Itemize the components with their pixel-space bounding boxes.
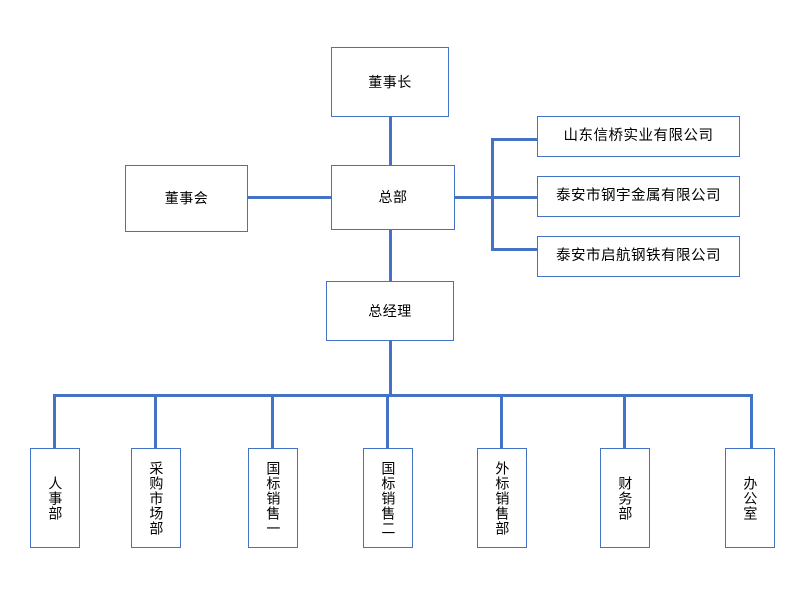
node-board-of-directors-label: 董事会: [164, 190, 209, 207]
node-department-domestic-sales-2[interactable]: 国标销售二: [363, 448, 413, 548]
node-department-domestic-sales-2-label: 国标销售二: [380, 460, 397, 536]
node-department-procurement-marketing[interactable]: 采购市场部: [131, 448, 181, 548]
connector-subsidiary-branch-3: [491, 248, 539, 251]
node-department-domestic-sales-1-label: 国标销售一: [265, 460, 282, 536]
node-department-hr-label: 人事部: [47, 475, 64, 521]
connector-chairman-to-headquarters: [389, 117, 392, 167]
node-subsidiary-3[interactable]: 泰安市启航钢铁有限公司: [537, 236, 740, 277]
node-subsidiary-2[interactable]: 泰安市钢宇金属有限公司: [537, 176, 740, 217]
node-subsidiary-3-label: 泰安市启航钢铁有限公司: [556, 247, 721, 264]
node-chairman[interactable]: 董事长: [331, 47, 449, 117]
node-general-manager[interactable]: 总经理: [326, 281, 454, 341]
connector-department-drop-1: [53, 394, 56, 448]
node-department-office[interactable]: 办公室: [725, 448, 775, 548]
node-department-finance-label: 财务部: [617, 475, 634, 521]
connector-general-manager-to-department-bus: [389, 341, 392, 397]
department-bus: [53, 394, 753, 397]
node-subsidiary-2-label: 泰安市钢宇金属有限公司: [556, 187, 721, 204]
connector-subsidiary-branch-1: [491, 138, 539, 141]
node-chairman-label: 董事长: [368, 73, 412, 90]
node-headquarters[interactable]: 总部: [331, 165, 455, 230]
connector-department-drop-5: [500, 394, 503, 448]
node-department-hr[interactable]: 人事部: [30, 448, 80, 548]
connector-board-to-headquarters: [246, 196, 332, 199]
node-subsidiary-1[interactable]: 山东信桥实业有限公司: [537, 116, 740, 157]
node-headquarters-label: 总部: [378, 189, 408, 206]
connector-department-drop-3: [271, 394, 274, 448]
node-department-office-label: 办公室: [742, 475, 759, 521]
node-subsidiary-1-label: 山东信桥实业有限公司: [563, 127, 714, 144]
connector-headquarters-to-general-manager: [389, 228, 392, 281]
connector-department-drop-6: [623, 394, 626, 448]
node-department-domestic-sales-1[interactable]: 国标销售一: [248, 448, 298, 548]
node-department-procurement-marketing-label: 采购市场部: [148, 460, 165, 536]
node-department-export-sales-label: 外标销售部: [494, 460, 511, 536]
connector-department-drop-7: [750, 394, 753, 448]
node-department-finance[interactable]: 财务部: [600, 448, 650, 548]
node-department-export-sales[interactable]: 外标销售部: [477, 448, 527, 548]
node-general-manager-label: 总经理: [368, 302, 412, 319]
connector-headquarters-to-subsidiary-bus: [453, 196, 539, 199]
connector-department-drop-2: [154, 394, 157, 448]
connector-department-drop-4: [386, 394, 389, 448]
node-board-of-directors[interactable]: 董事会: [125, 165, 248, 232]
connector-subsidiary-trunk: [491, 138, 494, 251]
